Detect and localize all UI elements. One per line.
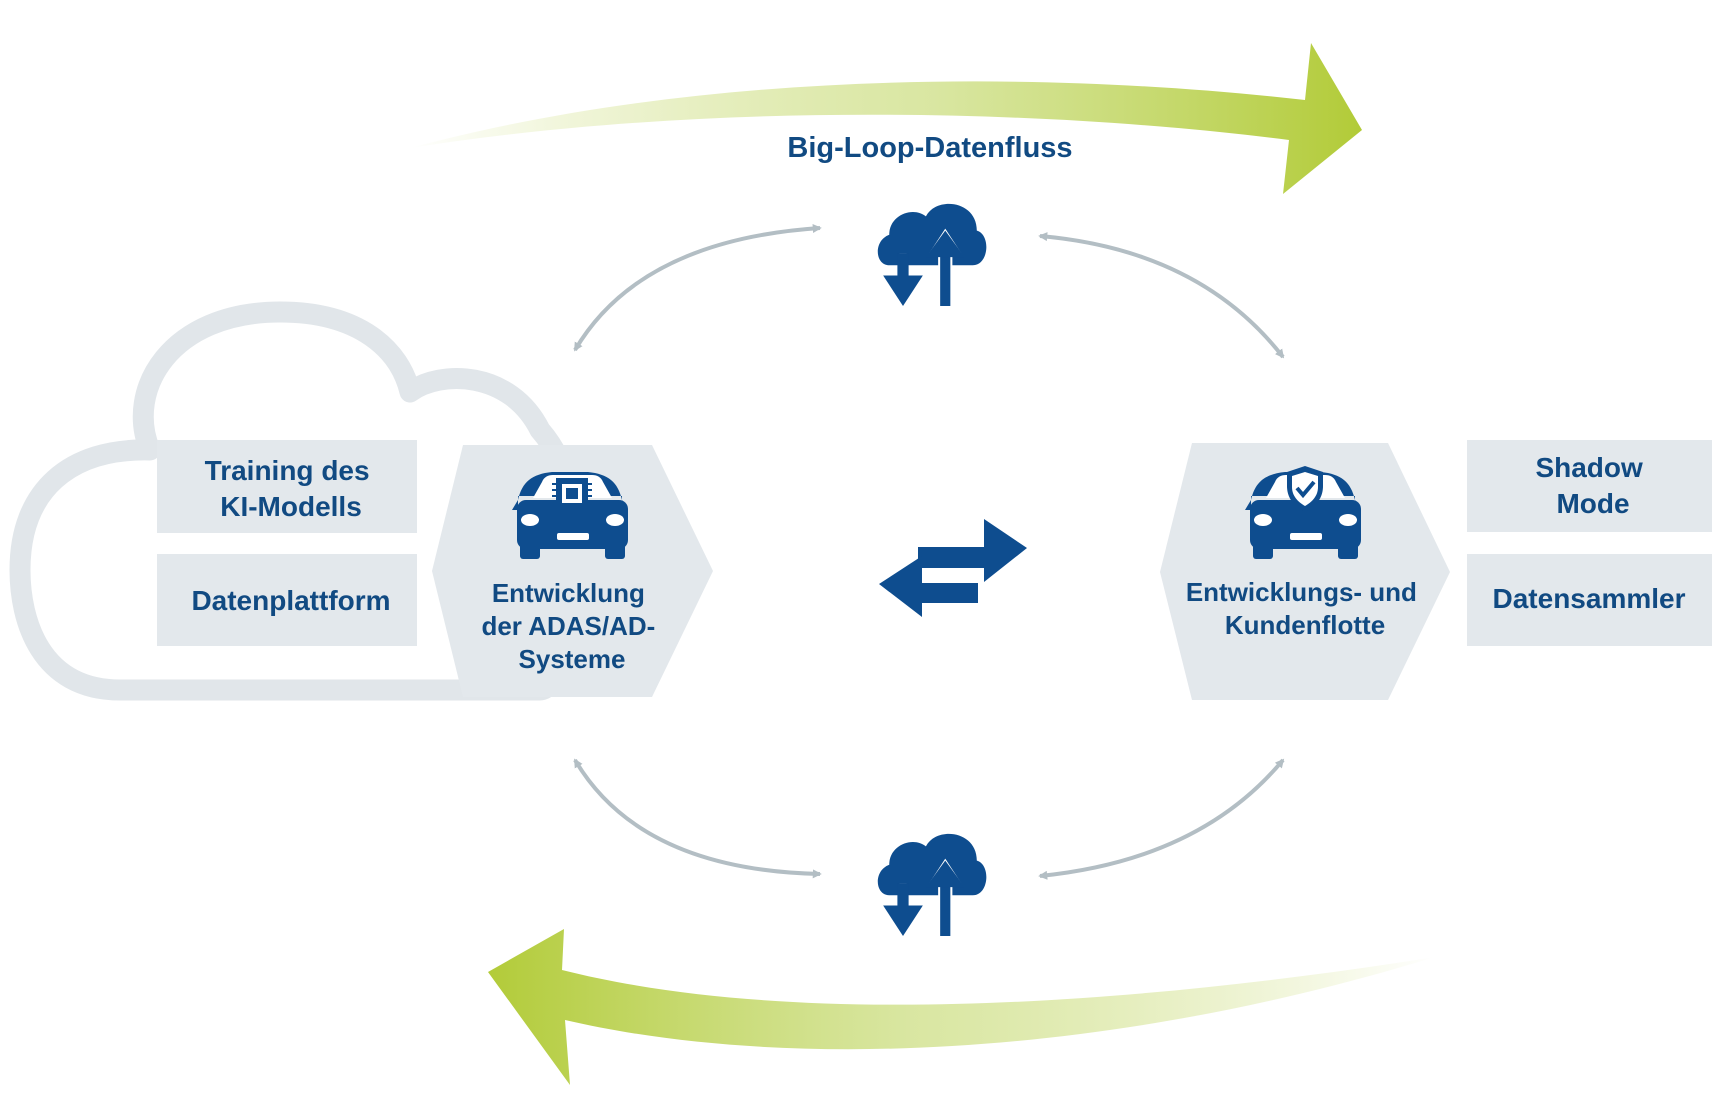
swap-arrows-icon [879,519,1027,617]
box-training-line-1: Training des [205,455,370,486]
hexagon-development-line-1: Entwicklung [492,578,645,608]
connector-bottom-right [1038,758,1285,880]
box-training [157,440,417,533]
box-training-line-2: KI-Modells [220,491,362,522]
hexagon-fleet-line-2: Kundenflotte [1225,610,1385,640]
hexagon-fleet-label: Entwicklungs- und Kundenflotte [1186,577,1424,640]
box-data-collector [1467,554,1712,646]
hexagon-development-line-2: der ADAS/AD- [481,611,655,641]
diagram-title: Big-Loop-Datenfluss [787,132,1072,164]
box-shadow-mode-line-2: Mode [1556,488,1629,519]
box-training-label: Training des KI-Modells [205,455,378,522]
car-chip-icon [512,472,628,559]
box-shadow-mode-line-1: Shadow [1535,452,1643,483]
flow-arrow-top [410,43,1362,194]
box-data-collector-label: Datensammler [1493,583,1686,614]
connector-top-right [1038,232,1285,359]
hexagon-fleet [1160,443,1450,700]
flow-arrow-bottom [488,929,1435,1085]
hexagon-development-line-3: Systeme [519,644,626,674]
connector-arcs [573,223,1285,880]
connector-top-left [573,223,822,352]
hexagon-development-label: Entwicklung der ADAS/AD- Systeme [481,578,662,674]
box-platform [157,554,417,646]
box-shadow-mode-label: Shadow Mode [1535,452,1650,519]
cloud-transfer-icon-bottom [877,833,987,936]
hexagon-fleet-line-1: Entwicklungs- und [1186,577,1417,607]
car-shield-icon [1245,466,1361,559]
cloud-transfer-icon-top [877,203,987,306]
box-platform-label: Datenplattform [191,585,390,616]
connector-bottom-left [573,758,822,879]
box-shadow-mode [1467,440,1712,532]
hexagon-development [432,445,713,697]
